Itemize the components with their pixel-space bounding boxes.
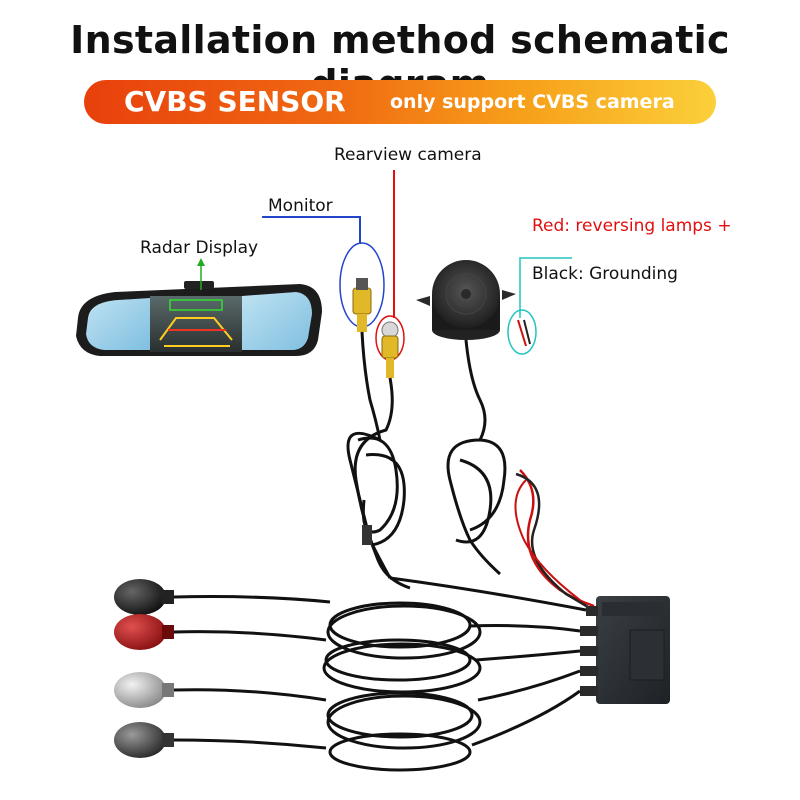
sensor-silver [114,672,174,708]
sensor-cables [173,595,581,772]
monitor-callout-line [262,216,361,244]
cvbs-banner: CVBS SENSOR only support CVBS camera [84,80,716,124]
camera-connector [381,321,399,378]
sensor-black [114,579,174,615]
banner-main-text: CVBS SENSOR [124,85,346,118]
sensor-grey [114,722,174,758]
banner-sub-text: only support CVBS camera [390,91,675,113]
wire-callout-circle [507,309,537,355]
sensor-red [114,614,174,650]
mirror-monitor [76,281,322,356]
label-black-wire: Black: Grounding [532,264,678,284]
label-rearview-camera: Rearview camera [334,145,482,165]
control-box [580,596,670,704]
monitor-connector [352,278,372,332]
label-monitor: Monitor [268,196,333,216]
label-radar-display: Radar Display [140,238,259,258]
buzzer [416,260,516,340]
label-red-wire: Red: reversing lamps + [532,216,732,236]
wire-callout-line [519,257,572,318]
